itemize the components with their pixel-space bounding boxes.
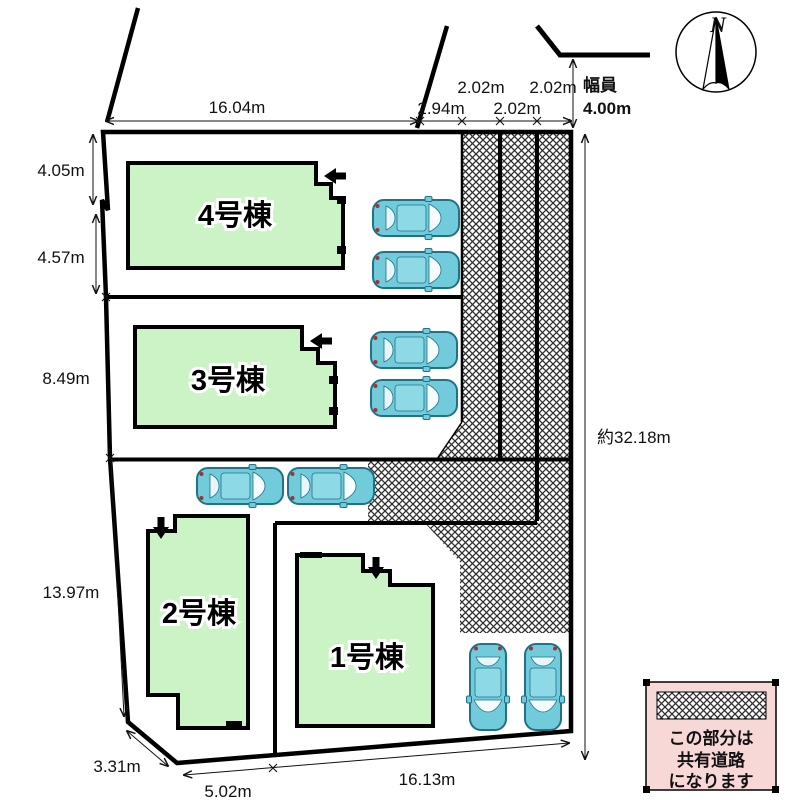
- public-road-edge: [535, 24, 650, 58]
- shared-road-hatch-middle: [368, 461, 571, 523]
- car: [196, 463, 284, 509]
- dim-road-seg-3: 2.02m: [529, 78, 576, 97]
- building-2: 2号棟: [146, 514, 250, 730]
- car: [370, 375, 458, 421]
- building-2-label: 2号棟: [162, 597, 237, 630]
- neighbor-boundary-left: [104, 7, 141, 123]
- dim-left-3: 8.49m: [42, 369, 89, 388]
- dim-approach: 2.94m: [417, 99, 464, 118]
- compass: N: [675, 11, 757, 93]
- legend-line-1: この部分は: [669, 728, 754, 748]
- legend-line-2: 共有道路: [677, 750, 746, 770]
- compass-needle-black: [715, 16, 730, 91]
- building-4: 4号棟: [126, 161, 346, 270]
- dim-bottom-left: 5.02m: [204, 782, 251, 800]
- car: [370, 327, 458, 373]
- plot-outline: [99, 129, 574, 766]
- entrance-arrow-4: [324, 168, 346, 184]
- building-1-label: 1号棟: [330, 641, 405, 674]
- dim-road-seg-1: 2.02m: [457, 78, 504, 97]
- building-1: 1号棟: [295, 552, 435, 728]
- dim-right-depth: 約32.18m: [597, 428, 671, 447]
- building-4-label: 4号棟: [198, 199, 273, 232]
- dim-left-2: 4.57m: [37, 248, 84, 267]
- legend: この部分は 共有道路 になります: [643, 679, 779, 793]
- legend-line-3: になります: [669, 772, 754, 791]
- dim-top-width: 16.04m: [209, 98, 266, 117]
- dim-left-4: 13.97m: [43, 583, 100, 602]
- neighbor-boundary-mid: [414, 25, 450, 129]
- shared-road-hatch-lower: [425, 523, 571, 633]
- dim-bottom-right: 16.13m: [399, 770, 456, 789]
- car: [372, 195, 460, 241]
- car: [520, 643, 566, 731]
- entrance-arrow-3: [310, 333, 332, 349]
- legend-hatch-sample: [656, 691, 767, 720]
- road-width-value: 4.00m: [583, 99, 631, 118]
- dimension-lines: [93, 60, 585, 775]
- dim-road-seg-2: 2.02m: [493, 99, 540, 118]
- car: [372, 247, 460, 293]
- road-width-label: 幅員: [583, 75, 617, 95]
- road-flare-edge: [436, 421, 463, 460]
- building-3-label: 3号棟: [191, 364, 266, 397]
- car: [465, 643, 511, 731]
- building-3: 3号棟: [133, 325, 338, 429]
- car: [287, 463, 375, 509]
- dim-bottom-corner: 3.31m: [93, 757, 140, 776]
- dim-left-1: 4.05m: [37, 161, 84, 180]
